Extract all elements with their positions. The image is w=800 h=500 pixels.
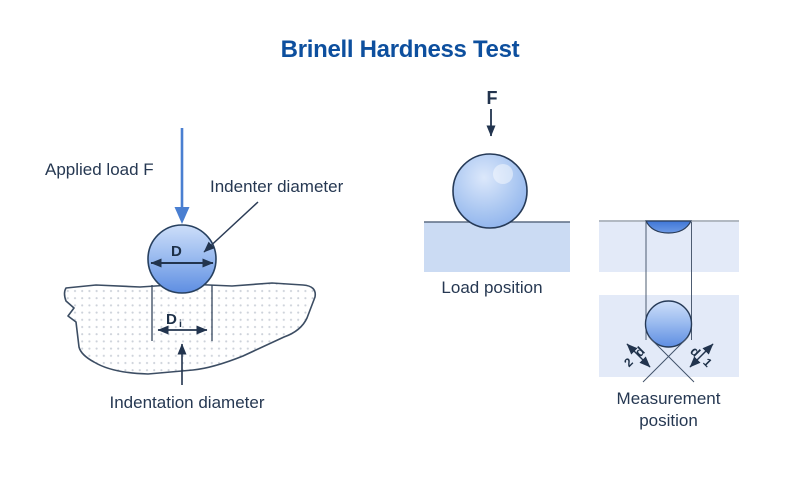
indentation-ball-projection [644,300,693,348]
measurement-caption-line1: Measurement [616,389,721,408]
applied-load-arrowhead [174,207,190,224]
force-symbol-label: F [486,88,498,108]
diagonal-guide-left [648,336,695,383]
indenter-ball-load [452,153,528,229]
left-diagram-indentation-schematic: D i D [63,128,317,385]
ball-highlight [493,164,513,184]
right-diagram-measurement-position: d 2 d 1 [599,220,739,383]
applied-load-label: Applied load F [45,160,154,179]
indentation-diameter-label: Indentation diameter [109,393,265,412]
measurement-position-caption: Measurement position [586,388,751,432]
d2-dimension-arrow [626,343,651,368]
middle-diagram-load-position [424,109,570,272]
indenter-ball [147,224,217,294]
indenter-diameter-symbol: D [171,243,182,260]
load-position-caption: Load position [441,278,543,297]
indentation-dome [645,220,692,234]
indenter-diameter-label: Indenter diameter [210,177,344,196]
specimen-material-shape [63,282,317,375]
d1-dimension-arrow [689,343,714,368]
measurement-caption-line2: position [639,411,698,430]
indentation-diameter-symbol: D [166,311,177,328]
indentation-diameter-symbol-sub: i [179,318,182,330]
diagonal-guide-right [642,336,689,383]
specimen-surface-block [424,222,570,272]
indenter-label-pointer-arrow [203,201,259,253]
page-title: Brinell Hardness Test [280,36,520,63]
